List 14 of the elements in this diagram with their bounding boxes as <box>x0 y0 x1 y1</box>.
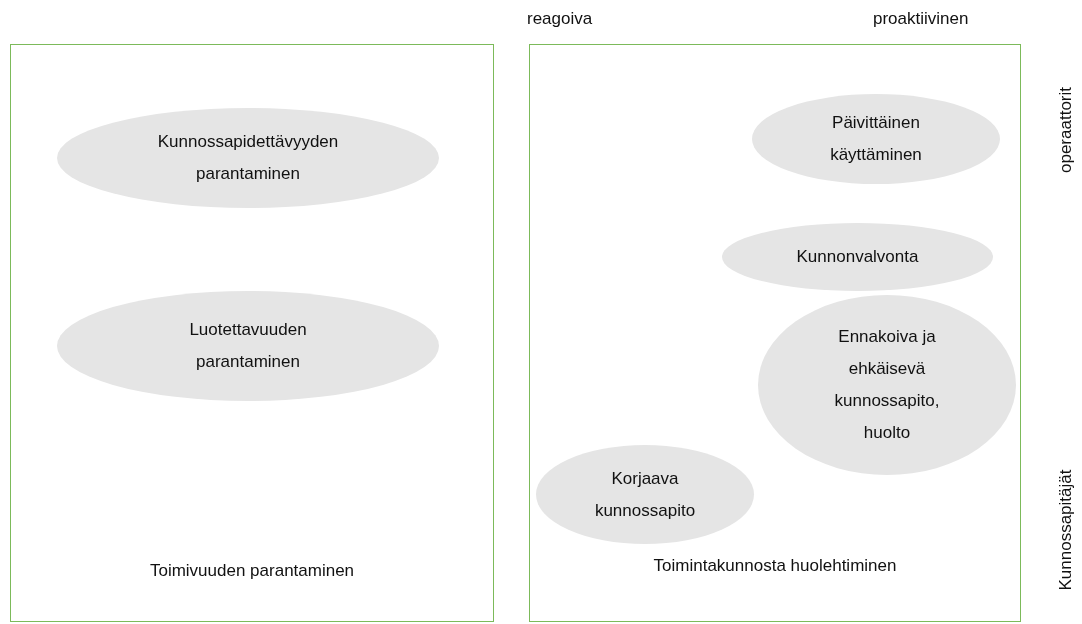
ellipse-label: Kunnossapidettävyyden parantaminen <box>156 131 340 185</box>
ellipse-label: Ennakoiva ja ehkäisevä kunnossapito, huolto <box>833 326 941 444</box>
row-axis-label: operaattorit <box>1056 87 1076 173</box>
panel-frame <box>10 44 494 622</box>
column-axis-label: reagoiva <box>527 9 593 29</box>
ellipse-label: Päivittäinen käyttäminen <box>829 112 923 166</box>
ellipse-label: Luotettavuuden parantaminen <box>188 319 308 373</box>
panel-caption: Toimivuuden parantaminen <box>148 561 356 581</box>
column-axis-label: proaktiivinen <box>873 9 969 29</box>
ellipse-label: Korjaava kunnossapito <box>593 467 697 522</box>
ellipse-label: Kunnonvalvonta <box>796 246 919 268</box>
panel-frame <box>529 44 1021 622</box>
row-axis-label: Kunnossapitäjät <box>1056 469 1076 591</box>
panel-caption: Toimintakunnosta huolehtiminen <box>652 556 898 576</box>
